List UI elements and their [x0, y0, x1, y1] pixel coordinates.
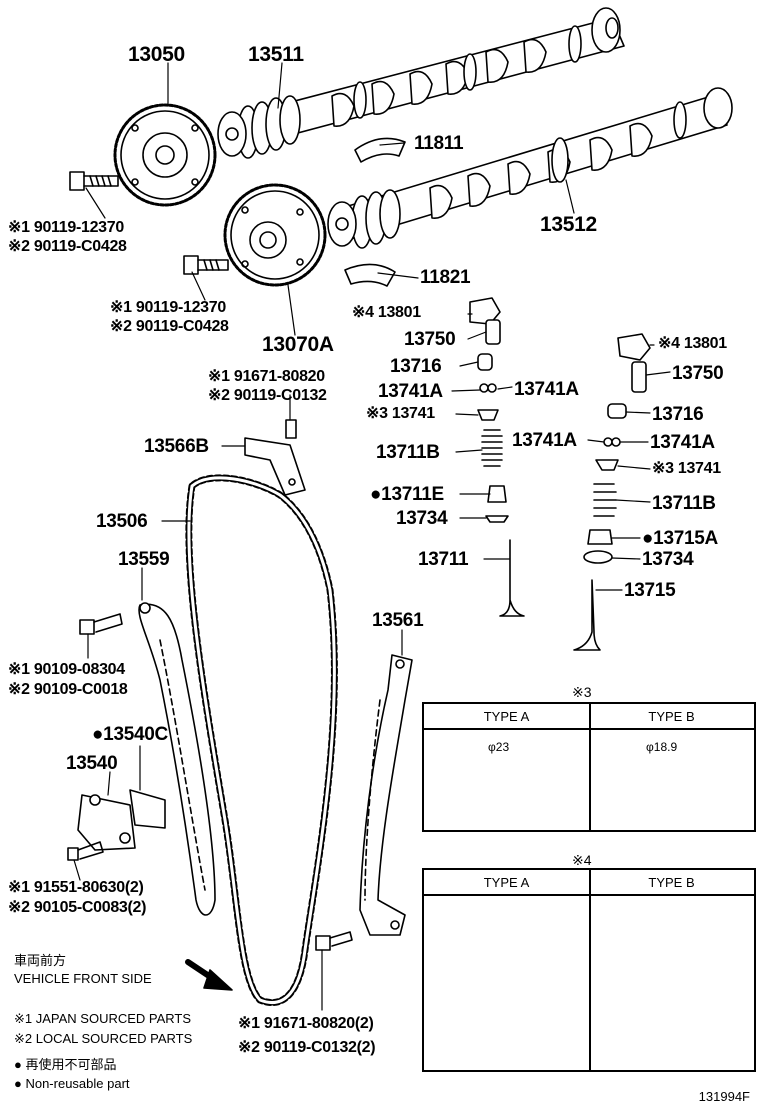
note-nonreusable-en: ● Non-reusable part [14, 1076, 130, 1091]
label-damper-bolt-japan: ※1 91671-80820(2) [238, 1015, 374, 1032]
label-13741-left: ※3 13741 [366, 405, 435, 422]
label-13559: 13559 [118, 549, 170, 570]
label-13070a: 13070A [262, 333, 334, 356]
label-13741a-left-2: 13741A [514, 379, 579, 400]
label-13566b: 13566B [144, 436, 209, 457]
table4-title: ※4 [572, 852, 592, 868]
label-13711b-right: 13711B [652, 493, 716, 514]
damper-bolt [315, 931, 353, 951]
label-11821: 11821 [420, 267, 471, 288]
label-13506: 13506 [96, 511, 148, 532]
table3-type-a: TYPE A [483, 709, 530, 724]
chain-slipper-13559 [138, 602, 216, 916]
table3-dim-a: φ23 [488, 740, 510, 754]
label-13512: 13512 [540, 213, 597, 236]
label-damper-bolt-local: ※2 90119-C0132(2) [238, 1039, 376, 1056]
label-bolt1-local: ※2 90119-C0428 [8, 238, 127, 255]
label-13711e: ●13711E [370, 484, 444, 505]
tensioner-13540 [67, 789, 166, 861]
label-bolt2-japan: ※1 90119-12370 [110, 299, 226, 316]
camshaft-13512 [327, 87, 733, 249]
note-nonreusable-jp: ● 再使用不可部品 [14, 1057, 117, 1072]
bearing-11811 [354, 137, 406, 163]
label-13715a: ●13715A [642, 528, 718, 549]
label-bolt1-japan: ※1 90119-12370 [8, 219, 124, 236]
leader-lines [73, 62, 671, 1011]
label-13741a-left-1: 13741A [378, 381, 443, 402]
label-13750-right: 13750 [672, 363, 724, 384]
label-13734-right: 13734 [642, 549, 694, 570]
label-13715: 13715 [624, 580, 676, 601]
figure-id: 131994F [698, 1089, 750, 1104]
label-13711: 13711 [418, 549, 469, 570]
label-13716-right: 13716 [652, 404, 704, 425]
label-guide-bolt-japan: ※1 91671-80820 [208, 368, 325, 385]
table3-title: ※3 [572, 684, 592, 700]
gear-bolt-2 [183, 255, 229, 275]
table4-divider [589, 870, 591, 1070]
camshaft-13511 [217, 7, 625, 159]
valve-stack-right [573, 333, 651, 651]
label-slipper-bolt-local: ※2 90109-C0018 [8, 681, 128, 698]
timing-chain-13506 [185, 474, 338, 1006]
label-13750-left: 13750 [404, 329, 456, 350]
label-13741-right: ※3 13741 [652, 460, 721, 477]
label-13801-left: ※4 13801 [352, 304, 421, 321]
table3-dim-b: φ18.9 [646, 740, 678, 754]
label-13801-right: ※4 13801 [658, 335, 727, 352]
cam-timing-gear-13070a [223, 183, 327, 287]
bearing-11821 [344, 263, 396, 287]
label-slipper-bolt-japan: ※1 90109-08304 [8, 661, 125, 678]
note-japan-sourced: ※1 JAPAN SOURCED PARTS [14, 1011, 192, 1026]
note-front-en: VEHICLE FRONT SIDE [14, 971, 152, 986]
cam-timing-gear-13050 [113, 103, 217, 207]
note-local-sourced: ※2 LOCAL SOURCED PARTS [14, 1031, 193, 1046]
table4-type-a: TYPE A [483, 875, 530, 890]
table3-divider [589, 704, 591, 830]
label-tens-bolt-local: ※2 90105-C0083(2) [8, 899, 147, 916]
label-13711b-left: 13711B [376, 442, 440, 463]
label-tens-bolt-japan: ※1 91551-80630(2) [8, 879, 144, 896]
label-13561: 13561 [372, 610, 424, 631]
valve-stack-left [469, 297, 525, 617]
front-arrow [185, 959, 233, 991]
table4: TYPE A TYPE B [422, 868, 756, 1072]
note-front-jp: 車両前方 [14, 953, 67, 968]
label-13511: 13511 [248, 43, 304, 66]
label-13741a-right-1: 13741A [512, 430, 577, 451]
label-guide-bolt-local: ※2 90119-C0132 [208, 387, 327, 404]
label-11811: 11811 [414, 133, 464, 154]
label-13540: 13540 [66, 753, 118, 774]
label-13734-left: 13734 [396, 508, 448, 529]
slipper-bolt [79, 613, 123, 635]
label-13741a-right-2: 13741A [650, 432, 715, 453]
table3-type-b: TYPE B [648, 709, 695, 724]
table3: TYPE A TYPE B [422, 702, 756, 832]
chain-damper-13561 [359, 654, 413, 936]
label-13540c: ●13540C [92, 724, 168, 745]
table4-type-b: TYPE B [648, 875, 695, 890]
label-13716-left: 13716 [390, 356, 442, 377]
gear-bolt-1 [69, 171, 119, 191]
label-13050: 13050 [128, 43, 185, 66]
label-bolt2-local: ※2 90119-C0428 [110, 318, 229, 335]
